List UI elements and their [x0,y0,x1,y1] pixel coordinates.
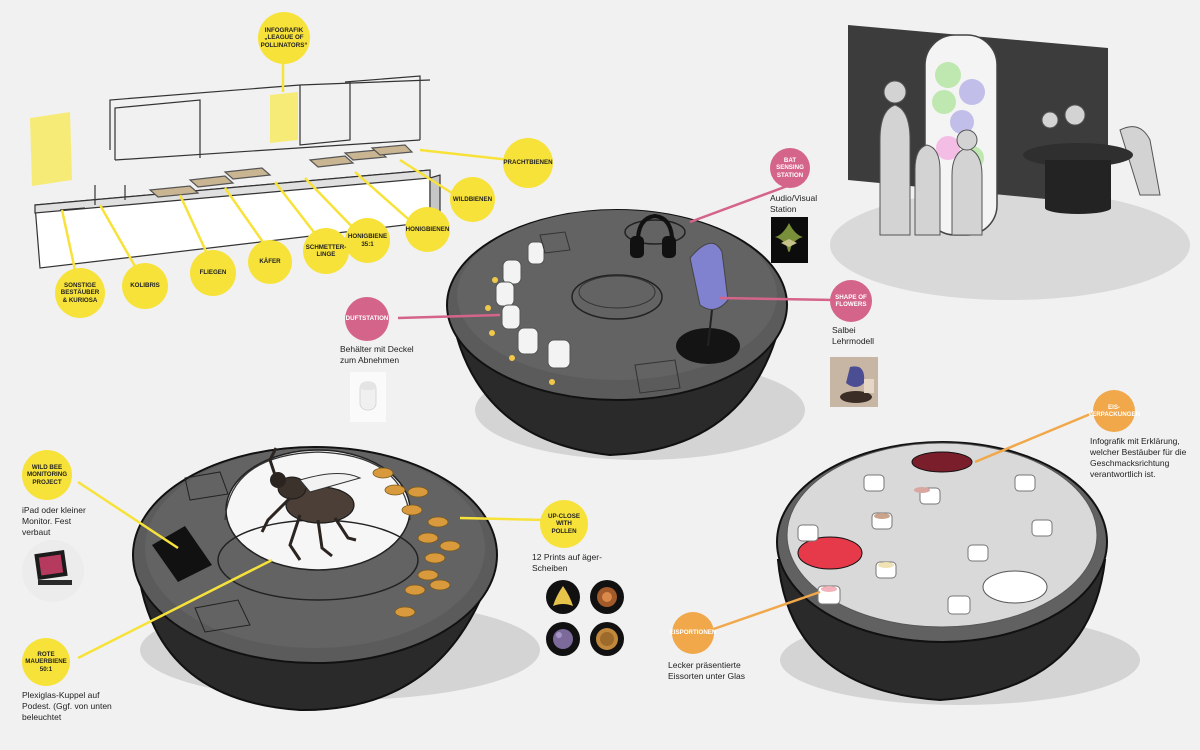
label-fliegen: FLIEGEN [190,250,236,296]
mauerbiene-table [132,446,540,712]
flower-model-icon [840,366,874,403]
pollen-icon [553,586,573,606]
bat-photo [771,217,808,263]
monitor-photo [22,540,84,602]
note-ipad: iPad oder kleiner Monitor. Fest verbaut [22,505,86,538]
label-eisportionen: EISPORTIONEN [670,612,716,654]
label-honigbiene-35: HONIGBIENE 35:1 [345,218,390,263]
note-behaelter: Behälter mit Deckel zum Abnehmen [340,344,414,366]
label-infografik: INFOGRAFIK „LEAGUE OF POLLINATORS“ [258,12,310,64]
label-sonstige: SONSTIGE BESTÄUBER & KURIOSA [55,268,105,318]
pollen-icon [553,629,573,649]
note-salbei: Salbei Lehrmodell [832,325,875,347]
monitor-icon [34,550,72,585]
note-plexiglas: Plexiglas-Kuppel auf Podest. (Ggf. von u… [22,690,112,723]
label-honigbienen: HONIGBIENEN [405,207,450,252]
note-lecker: Lecker präsentierte Eissorten unter Glas [668,660,746,682]
label-up-close: UP-CLOSE WITH POLLEN [540,500,588,548]
label-kolibris: KOLIBRIS [122,263,168,309]
pollen-image-4 [590,622,624,656]
duftstation-table [446,209,805,460]
note-prints: 12 Prints auf äger-Scheiben [532,552,602,574]
salbei-photo [830,357,878,407]
label-prachtbienen: PRACHTBIENEN [503,138,553,188]
leader-lines [60,60,1101,660]
pollen-icon [597,587,617,607]
shelf-sketch [30,75,441,269]
label-schmetterlinge: SCHMETTER-LINGE [303,228,349,274]
label-kaefer: KÄFER [248,240,292,284]
eis-table [776,441,1140,705]
container-icon [359,381,377,411]
label-wild-bee: WILD BEE MONITORING PROJECT [22,450,72,500]
pollen-image-1 [546,580,580,614]
pollen-icon [596,628,618,650]
bat-icon [775,223,803,252]
pollen-image-3 [546,622,580,656]
label-eis-verpackungen: EIS-VERPACKUNGEN [1088,390,1140,432]
label-wildbienen: WILDBIENEN [450,177,495,222]
container-photo [350,372,386,422]
room-sketch [830,25,1190,300]
note-infografik-eis: Infografik mit Erklärung, welcher Bestäu… [1090,436,1187,480]
pollen-image-2 [590,580,624,614]
label-rote-mauerbiene: ROTE MAUERBIENE 50:1 [22,638,70,686]
label-duftstation: DUFTSTATION [345,297,389,341]
label-shape-of-flowers: SHAPE OF FLOWERS [830,280,872,322]
note-audio-visual: Audio/Visual Station [770,193,818,215]
label-bat-sensing: BAT SENSING STATION [770,148,810,188]
